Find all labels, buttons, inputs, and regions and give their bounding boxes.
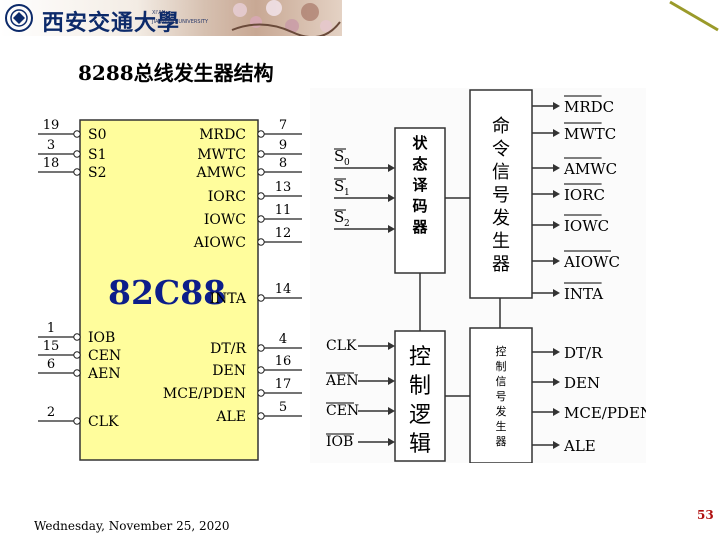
pin-number: 3 (47, 138, 55, 153)
status-decoder-label: 状态译码器 (411, 134, 428, 236)
svg-text:控: 控 (409, 345, 431, 370)
svg-text:生: 生 (492, 231, 510, 252)
footer-date: Wednesday, November 25, 2020 (34, 519, 230, 533)
svg-text:IOWC: IOWC (564, 217, 609, 235)
flower-decoration-image (222, 0, 342, 36)
svg-text:CLK: CLK (326, 338, 357, 354)
svg-text:2: 2 (344, 219, 350, 229)
svg-text:0: 0 (344, 158, 350, 168)
svg-text:ALE: ALE (563, 437, 596, 455)
pin-number: 13 (275, 180, 292, 195)
svg-text:AEN: AEN (325, 373, 359, 389)
svg-text:辑: 辑 (409, 432, 431, 457)
svg-text:制: 制 (496, 360, 507, 373)
pin-number: 16 (275, 354, 292, 369)
svg-text:逻: 逻 (409, 403, 431, 428)
pin-number: 7 (279, 118, 287, 133)
pin-number: 4 (279, 332, 287, 347)
svg-text:AMWC: AMWC (563, 160, 617, 178)
svg-text:器: 器 (411, 218, 428, 236)
svg-text:DT/R: DT/R (564, 344, 603, 362)
pin-label: IORC (208, 189, 246, 205)
svg-text:发: 发 (492, 208, 510, 229)
pin-label: IOB (88, 330, 115, 346)
pin-number: 18 (43, 156, 60, 171)
svg-text:S: S (334, 208, 344, 226)
pin-label: CEN (88, 348, 121, 364)
pin-number: 1 (47, 321, 55, 336)
pin-label: DT/R (210, 341, 246, 357)
svg-text:MRDC: MRDC (564, 98, 614, 116)
svg-text:S: S (334, 147, 344, 165)
pin-label: S1 (88, 147, 107, 163)
svg-text:IOB: IOB (326, 434, 353, 450)
pin-number: 8 (279, 156, 287, 171)
decorative-corner-line (668, 0, 720, 32)
pin-label: AIOWC (193, 235, 246, 251)
pin-label: MWTC (197, 147, 246, 163)
svg-text:号: 号 (496, 390, 507, 403)
pin-label: S2 (88, 165, 107, 181)
svg-text:信: 信 (496, 375, 507, 388)
page-number: 53 (697, 508, 714, 522)
svg-text:器: 器 (496, 435, 507, 448)
pin-number: 2 (47, 405, 55, 420)
chip-name: 82C88 (108, 273, 226, 312)
svg-text:AIOWC: AIOWC (563, 253, 620, 271)
svg-text:IORC: IORC (564, 186, 605, 204)
svg-text:制: 制 (409, 374, 431, 399)
school-name-english: XI'AN JIAOTONG UNIVERSITY (152, 9, 208, 27)
pin-label: MRDC (199, 127, 246, 143)
svg-text:器: 器 (492, 254, 510, 275)
svg-text:1: 1 (344, 188, 350, 198)
pin-number: 15 (43, 339, 60, 354)
pin-label: INTA (210, 291, 247, 307)
pin-label: IOWC (204, 212, 246, 228)
pin-number: 14 (275, 282, 292, 297)
svg-text:态: 态 (412, 155, 427, 173)
svg-text:信: 信 (492, 162, 510, 183)
svg-text:INTA: INTA (564, 285, 603, 303)
pin-number: 19 (43, 118, 60, 133)
svg-text:码: 码 (412, 197, 427, 215)
pin-label: AEN (87, 366, 121, 382)
svg-text:控: 控 (496, 344, 507, 358)
pin-number: 9 (279, 138, 287, 153)
svg-text:号: 号 (492, 185, 510, 206)
pin-number: 17 (275, 377, 292, 392)
pin-label: S0 (88, 127, 107, 143)
pin-label: MCE/PDEN (163, 386, 246, 402)
slide-title: 8288总线发生器结构 (78, 57, 274, 86)
pin-number: 5 (279, 400, 287, 415)
command-generator-label: 命令信号发生器 (492, 116, 510, 275)
pin-label: DEN (212, 363, 246, 379)
pin-number: 12 (275, 226, 292, 241)
svg-text:S: S (334, 177, 344, 195)
svg-text:DEN: DEN (564, 374, 600, 392)
svg-text:发: 发 (496, 404, 507, 418)
svg-text:MWTC: MWTC (564, 125, 616, 143)
svg-text:令: 令 (492, 139, 510, 160)
svg-text:生: 生 (496, 419, 507, 433)
svg-text:译: 译 (412, 176, 428, 194)
pin-label: AMWC (195, 165, 246, 181)
svg-text:命: 命 (492, 116, 510, 137)
svg-text:CEN: CEN (326, 403, 359, 419)
pin-number: 6 (47, 357, 55, 372)
header-banner: 西安交通大學 XI'AN JIAOTONG UNIVERSITY (0, 0, 342, 36)
svg-text:MCE/PDEN: MCE/PDEN (564, 404, 646, 422)
pin-label: CLK (88, 414, 119, 430)
svg-text:状: 状 (412, 134, 428, 152)
university-seal-logo (4, 3, 34, 33)
pin-number: 11 (275, 203, 292, 218)
pin-label: ALE (215, 409, 246, 425)
